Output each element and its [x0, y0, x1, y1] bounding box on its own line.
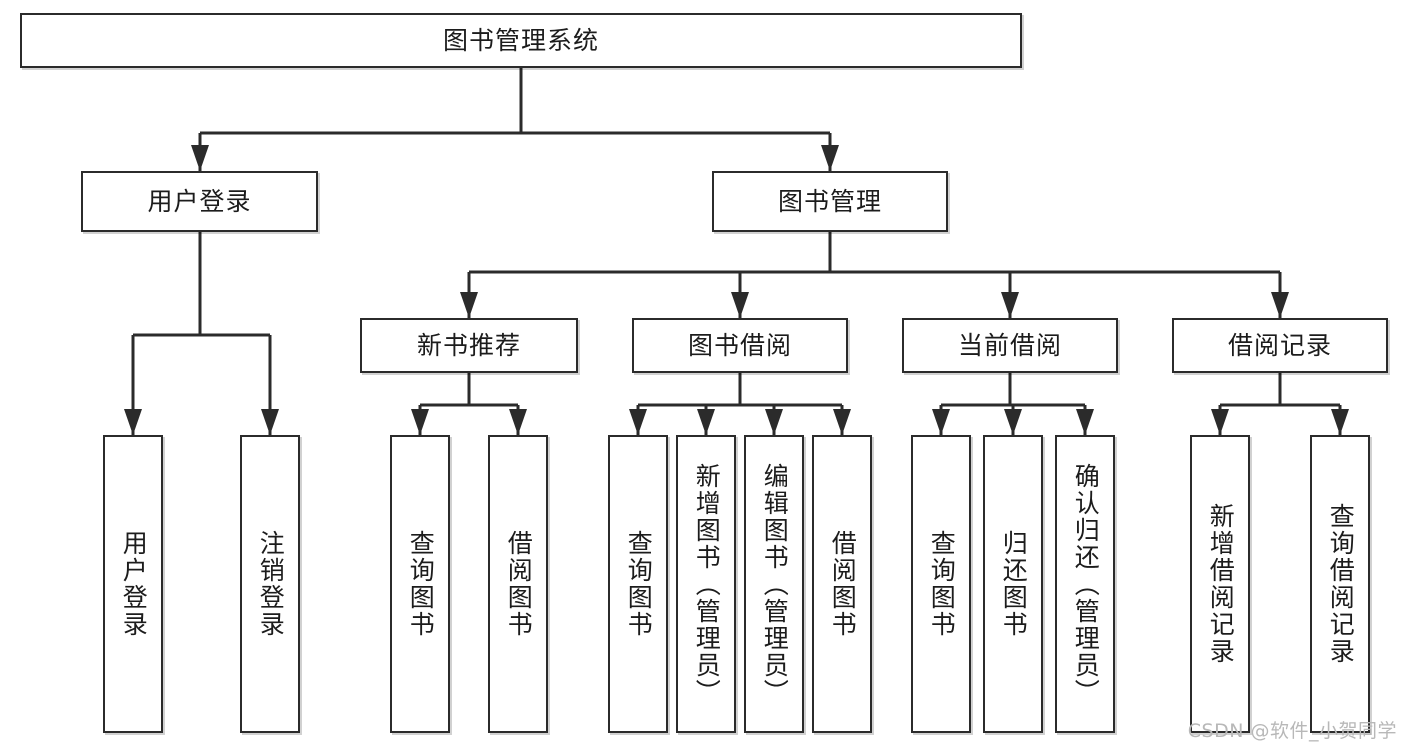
node-leaf-query-book-recommend-label: 查询图书: [406, 530, 436, 638]
node-leaf-query-book-borrow[interactable]: 查询图书: [608, 435, 668, 733]
node-leaf-borrow-book-recommend-label: 借阅图书: [504, 530, 534, 638]
node-leaf-borrow-book[interactable]: 借阅图书: [812, 435, 872, 733]
node-leaf-add-borrow-record-label: 新增借阅记录: [1206, 503, 1236, 665]
node-leaf-return-book-label: 归还图书: [999, 530, 1029, 638]
node-leaf-user-login[interactable]: 用户登录: [103, 435, 163, 733]
node-book-borrow-label: 图书借阅: [687, 330, 792, 360]
node-leaf-user-login-label: 用户登录: [119, 530, 149, 638]
node-borrow-record[interactable]: 借阅记录: [1172, 318, 1388, 373]
node-leaf-borrow-book-recommend[interactable]: 借阅图书: [488, 435, 548, 733]
node-leaf-add-book-label: 新增图书（管理员）: [692, 462, 722, 706]
node-leaf-query-book-current-label: 查询图书: [927, 530, 957, 638]
node-leaf-user-logout[interactable]: 注销登录: [240, 435, 300, 733]
node-leaf-query-borrow-record-label: 查询借阅记录: [1326, 503, 1356, 665]
node-borrow-record-label: 借阅记录: [1227, 330, 1332, 360]
node-root-label: 图书管理系统: [442, 25, 599, 55]
node-new-book-recommend[interactable]: 新书推荐: [360, 318, 578, 373]
node-leaf-return-book[interactable]: 归还图书: [983, 435, 1043, 733]
node-leaf-add-book[interactable]: 新增图书（管理员）: [676, 435, 736, 733]
node-root[interactable]: 图书管理系统: [20, 13, 1022, 68]
node-user-login[interactable]: 用户登录: [81, 171, 318, 232]
node-leaf-user-logout-label: 注销登录: [256, 530, 286, 638]
node-current-borrow-label: 当前借阅: [957, 330, 1062, 360]
node-leaf-borrow-book-label: 借阅图书: [828, 530, 858, 638]
node-leaf-confirm-return-label: 确认归还（管理员）: [1071, 462, 1101, 706]
node-leaf-edit-book[interactable]: 编辑图书（管理员）: [744, 435, 804, 733]
node-leaf-query-book-recommend[interactable]: 查询图书: [390, 435, 450, 733]
node-user-login-label: 用户登录: [147, 186, 252, 216]
node-book-manage[interactable]: 图书管理: [712, 171, 948, 232]
node-leaf-query-borrow-record[interactable]: 查询借阅记录: [1310, 435, 1370, 733]
node-current-borrow[interactable]: 当前借阅: [902, 318, 1118, 373]
node-book-borrow[interactable]: 图书借阅: [632, 318, 848, 373]
node-leaf-edit-book-label: 编辑图书（管理员）: [760, 462, 790, 706]
node-leaf-query-book-current[interactable]: 查询图书: [911, 435, 971, 733]
node-leaf-confirm-return[interactable]: 确认归还（管理员）: [1055, 435, 1115, 733]
node-leaf-add-borrow-record[interactable]: 新增借阅记录: [1190, 435, 1250, 733]
node-book-manage-label: 图书管理: [777, 186, 882, 216]
node-new-book-recommend-label: 新书推荐: [416, 330, 521, 360]
node-leaf-query-book-borrow-label: 查询图书: [624, 530, 654, 638]
